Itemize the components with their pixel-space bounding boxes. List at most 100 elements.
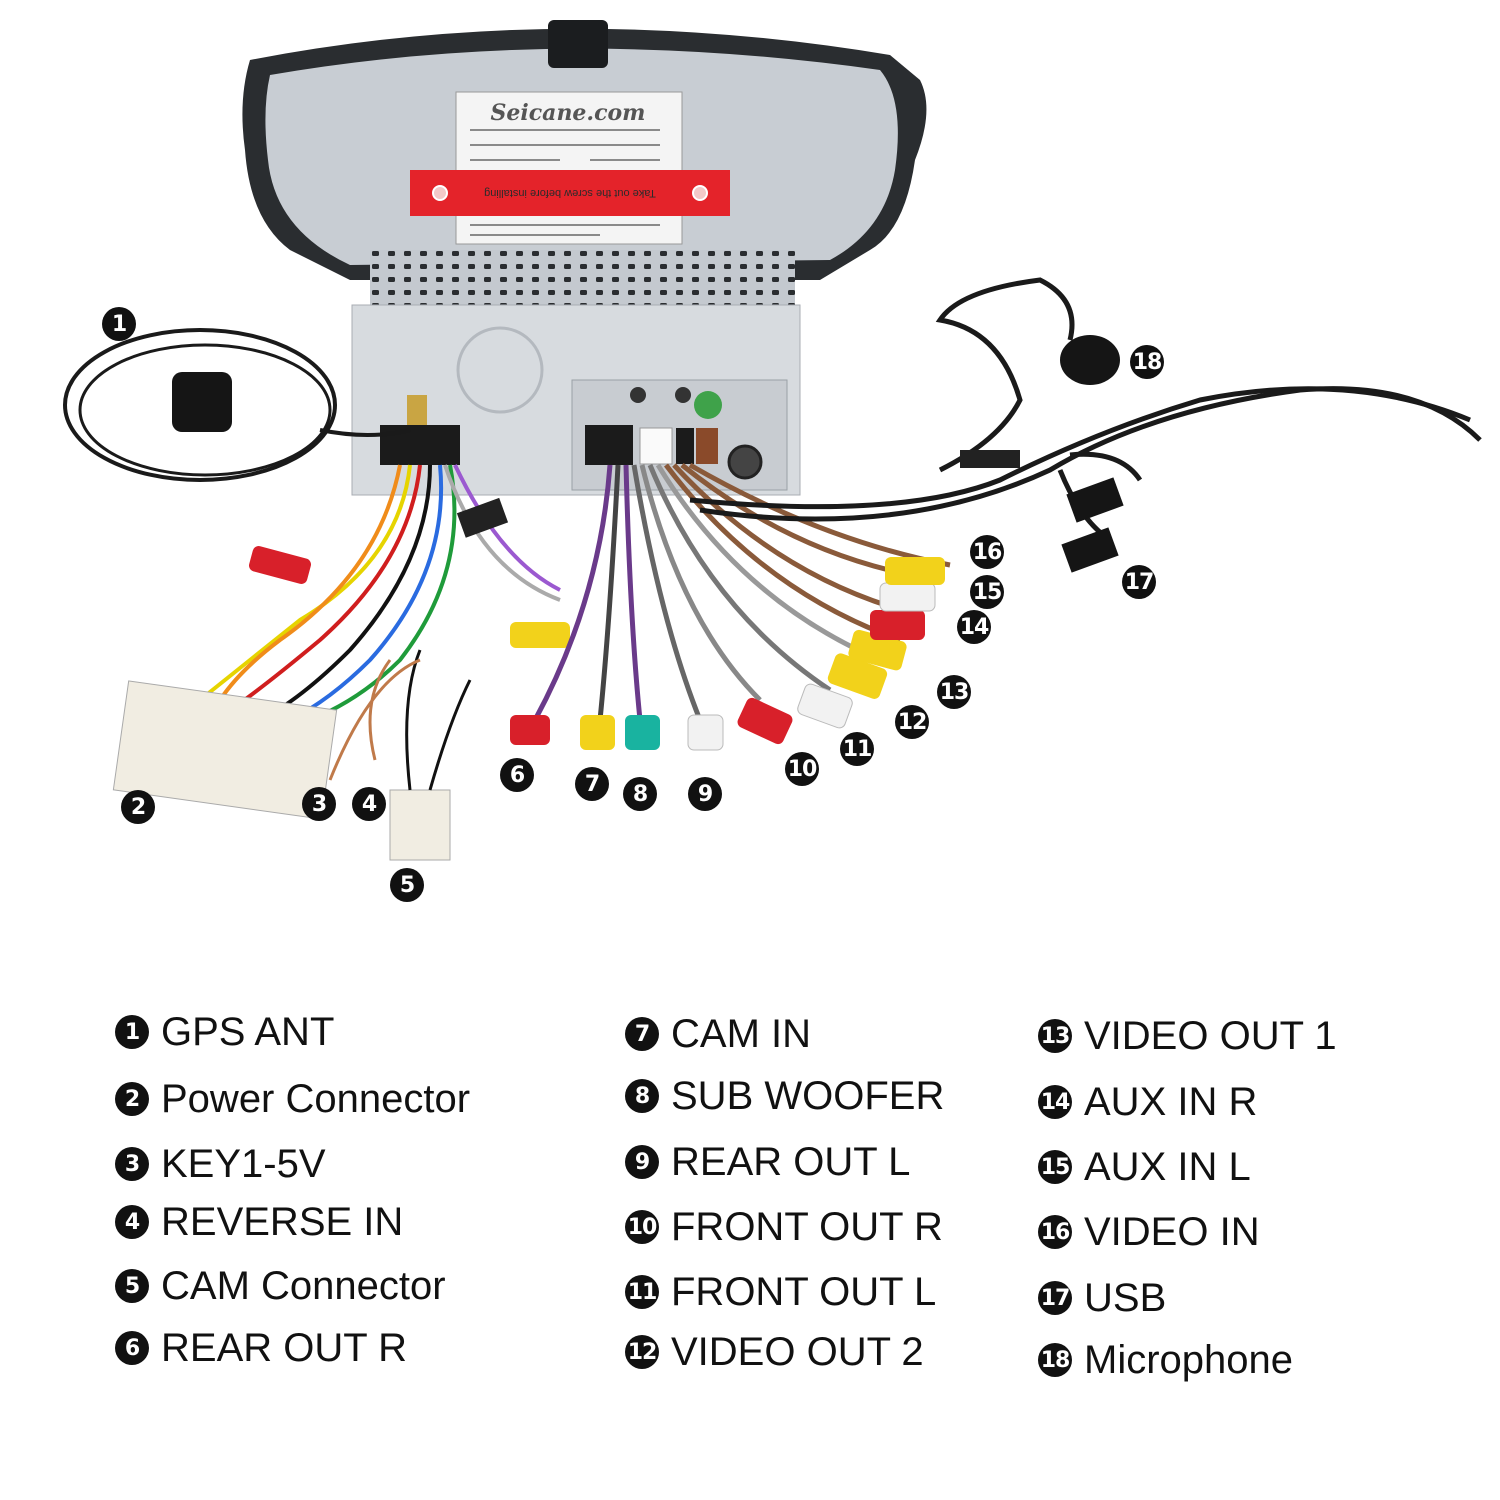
callout-9: 9 [688,777,722,811]
legend-label: VIDEO OUT 1 [1084,1013,1337,1058]
warning-screw-right [692,185,708,201]
legend-item-16: 16 VIDEO IN [1038,1210,1260,1254]
sticker-schematic-lines [470,129,660,236]
rca-15-aux-in-l [879,582,936,612]
bezel-top-clip [548,20,608,68]
legend-num: 1 [115,1015,149,1049]
legend-label: REAR OUT L [671,1139,911,1184]
head-unit-wiring-photo: Seicane.com Take out the screw before in… [63,20,1482,861]
legend-item-15: 15 AUX IN L [1038,1145,1251,1189]
legend-num: 8 [625,1079,659,1113]
callout-2: 2 [121,790,155,824]
legend-item-8: 8 SUB WOOFER [625,1074,944,1118]
warning-screw-left [432,185,448,201]
legend-item-14: 14 AUX IN R [1038,1080,1257,1124]
rca-10-front-out-r [737,697,793,745]
fan-port [727,444,763,480]
legend-num: 13 [1038,1019,1072,1053]
legend-item-7: 7 CAM IN [625,1012,811,1056]
av-harness-plug-3 [676,428,694,464]
legend-num: 16 [1038,1215,1072,1249]
power-harness-wires [198,464,561,722]
legend-num: 15 [1038,1150,1072,1184]
rca-12-video-out-2 [827,653,888,699]
legend-label: Microphone [1084,1337,1294,1382]
legend-num: 3 [115,1147,149,1181]
cam-connector-plug [389,789,451,861]
callout-11: 11 [840,732,874,766]
legend-label: SUB WOOFER [671,1073,945,1118]
legend-label: GPS ANT [161,1009,335,1054]
callout-3: 3 [302,787,336,821]
gps-cable-loop [63,328,337,482]
legend-num: 10 [625,1210,659,1244]
legend-label: KEY1-5V [161,1141,326,1186]
rca-plugs [510,557,945,751]
rca-9-rear-out-l [687,714,724,751]
warning-label-text: Take out the screw before installing [484,187,656,199]
vent-grille [370,250,795,305]
legend-num: 14 [1038,1085,1072,1119]
legend-num: 12 [625,1335,659,1369]
usb-port-1 [1066,477,1124,523]
legend-num: 9 [625,1145,659,1179]
legend-item-5: 5 CAM Connector [115,1264,446,1308]
key-reverse-wires [328,658,421,781]
mic-jack-plug [960,450,1020,468]
rca-cam-yellow [510,622,570,648]
rca-14-aux-in-r [870,610,925,640]
legend-label: REAR OUT R [161,1325,407,1370]
legend-label: VIDEO OUT 2 [671,1329,924,1374]
legend-num: 5 [115,1269,149,1303]
legend-num: 18 [1038,1343,1072,1377]
legend-num: 4 [115,1205,149,1239]
rca-6-rear-out-r [510,715,550,745]
legend-label: REVERSE IN [161,1199,404,1244]
callout-1: 1 [102,307,136,341]
callout-18: 18 [1130,345,1164,379]
callout-6: 6 [500,758,534,792]
legend-num: 7 [625,1017,659,1051]
av-harness-plug-4 [696,428,718,464]
legend-item-6: 6 REAR OUT R [115,1326,407,1370]
rca-13-video-out-1 [848,629,907,671]
legend-label: AUX IN R [1084,1079,1258,1124]
legend-label: CAM IN [671,1011,811,1056]
legend-item-3: 3 KEY1-5V [115,1142,326,1186]
legend-num: 2 [115,1082,149,1116]
cam-connector-wires [405,649,472,791]
legend-item-18: 18 Microphone [1038,1338,1293,1382]
callout-4: 4 [352,787,386,821]
rca-7-cam-in [580,715,615,750]
legend-label: Power Connector [161,1076,471,1121]
rca-8-sub-woofer [625,715,660,750]
callout-10: 10 [785,752,819,786]
legend-label: AUX IN L [1084,1144,1251,1189]
legend-label: CAM Connector [161,1263,446,1308]
legend-label: VIDEO IN [1084,1209,1260,1254]
callout-8: 8 [623,777,657,811]
legend-num: 17 [1038,1281,1072,1315]
legend-label: USB [1084,1275,1167,1320]
usb-port-2 [1061,527,1119,573]
spec-sticker [455,91,683,245]
legend-label: FRONT OUT L [671,1269,937,1314]
gps-antenna-puck [172,372,232,432]
rca-16-video-in [885,557,945,585]
callout-13: 13 [937,675,971,709]
legend-item-2: 2 Power Connector [115,1077,470,1121]
callout-16: 16 [970,535,1004,569]
callout-12: 12 [895,705,929,739]
av-harness-plug [585,425,633,465]
legend-item-1: 1 GPS ANT [115,1010,334,1054]
callout-14: 14 [957,610,991,644]
legend-num: 6 [115,1331,149,1365]
usb-plug-small [456,497,509,538]
callout-15: 15 [970,575,1004,609]
mic-jack [630,387,646,403]
legend-item-17: 17 USB [1038,1276,1166,1320]
rca-red-small [249,546,311,584]
callout-7: 7 [575,767,609,801]
warning-label [410,170,730,216]
rca-11-front-out-l [797,683,853,729]
